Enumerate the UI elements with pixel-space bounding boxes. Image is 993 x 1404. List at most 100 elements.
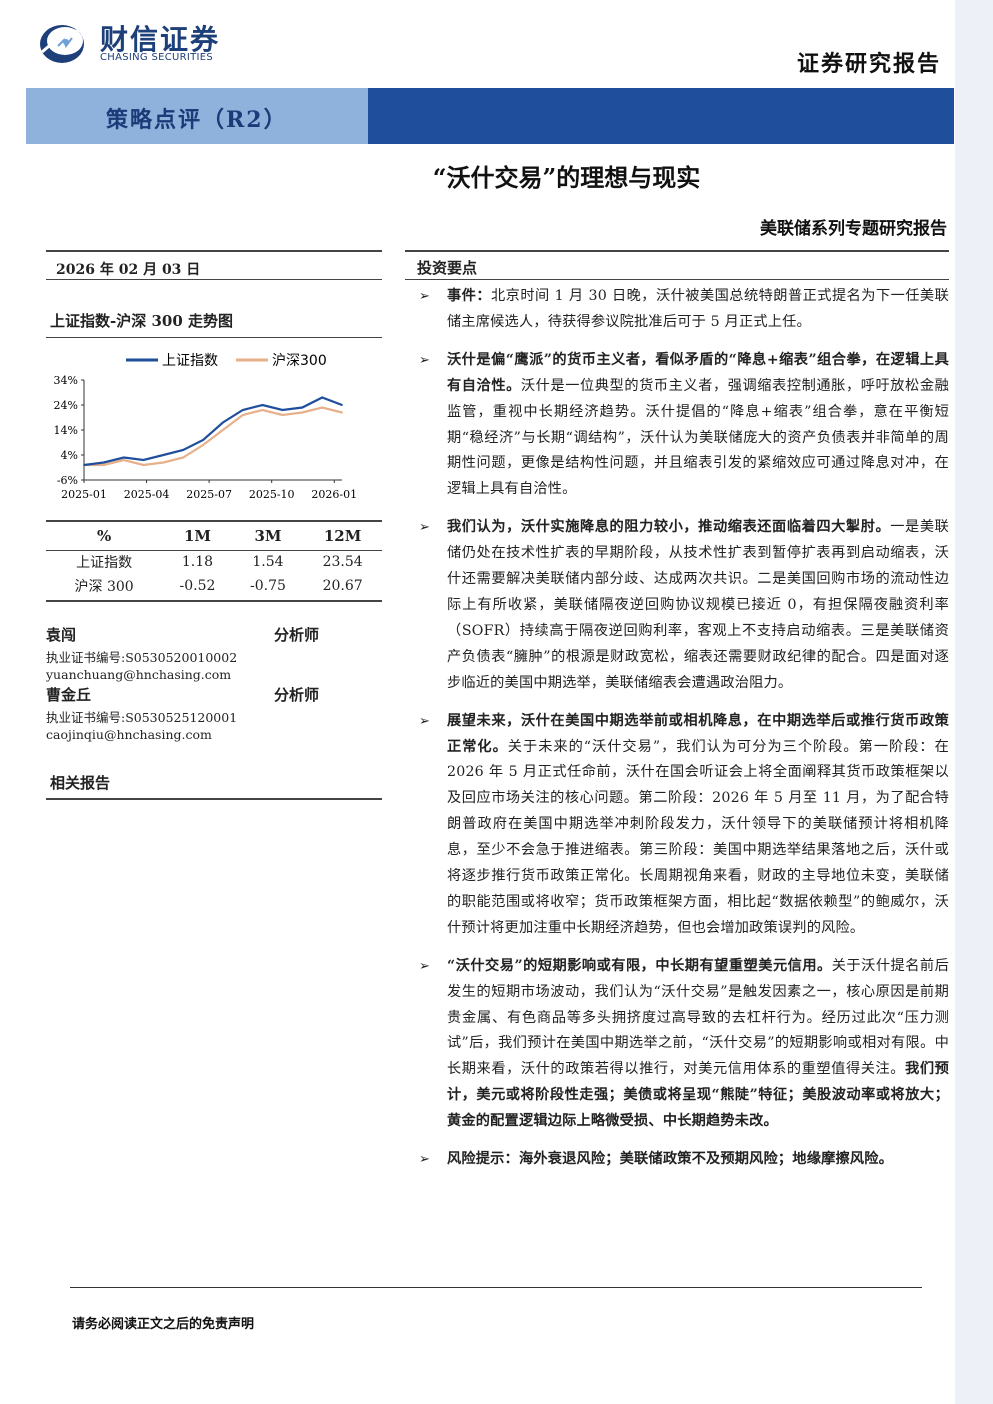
point-conclusion: 我们预计，美元或将阶段性走强；美债或将呈现“熊陡”特征；美股波动率或将放大；黄金…: [447, 1061, 950, 1130]
analyst-name: 曹金丘: [46, 686, 92, 704]
table-header-cell: 1M: [162, 522, 233, 551]
x-tick-label: 2025-07: [186, 488, 232, 501]
arrow-bullet-icon: ➢: [419, 958, 431, 974]
data-point-series-1: [202, 439, 204, 441]
analyst-email[interactable]: yuanchuang@hnchasing.com: [46, 667, 232, 682]
data-point-series-2: [142, 464, 145, 466]
list-item: ➢ 风险提示：海外衰退风险；美联储政策不及预期风险；地缘摩擦风险。: [405, 1147, 949, 1173]
point-heading: 展望未来，沃什在美国中期选举前或相机降息，在中期选举后或推行货币政策正常化。: [447, 712, 949, 755]
point-heading: 沃什是偏“鹰派”的货币主义者，看似矛盾的“降息+缩表”组合拳，在逻辑上具有自洽性…: [447, 351, 949, 394]
page-side-strip: [955, 0, 993, 1404]
arrow-bullet-icon: ➢: [419, 289, 431, 304]
analyst-role: 分析师: [274, 686, 320, 704]
legend-label-series-2: 沪深300: [272, 353, 327, 369]
y-tick-label: 24%: [54, 399, 78, 412]
data-point-series-2: [281, 414, 284, 416]
data-point-series-1: [301, 406, 304, 409]
table-header-cell: 3M: [232, 522, 304, 551]
list-item: ➢ 沃什是偏“鹰派”的货币主义者，看似矛盾的“降息+缩表”组合拳，在逻辑上具有自…: [405, 348, 949, 503]
data-point-series-1: [281, 409, 284, 411]
x-tick-label: 2025-04: [124, 488, 170, 501]
arrow-bullet-icon: ➢: [419, 1152, 431, 1168]
list-item: ➢ “沃什交易”的短期影响或有限，中长期有望重塑美元信用。关于沃什提名前后发生的…: [405, 954, 949, 1135]
analyst-email[interactable]: caojinqiu@hnchasing.com: [46, 727, 212, 742]
analyst-block: 袁闯 分析师 执业证书编号:S0530520010002 yuanchuang@…: [46, 624, 382, 683]
performance-table: % 1M 3M 12M 上证指数 1.18 1.54 23.54 沪深 300 …: [46, 520, 382, 602]
table-header-cell: %: [46, 522, 163, 551]
point-body: 沃什是一位典型的货币主义者，强调缩表控制通胀，呼吁放松金融监管，重视中长期经济趋…: [447, 377, 949, 498]
arrow-bullet-icon: ➢: [419, 352, 431, 368]
list-item: ➢ 展望未来，沃什在美国中期选举前或相机降息，在中期选举后或推行货币政策正常化。…: [405, 709, 949, 942]
table-cell: -0.75: [250, 578, 286, 594]
analyst-license: 执业证书编号:S0530520010002: [46, 650, 238, 665]
arrow-bullet-icon: ➢: [419, 713, 431, 729]
point-body: 关于沃什提名前后发生的短期市场波动，我们认为“沃什交易”是触发因素之一，核心原因…: [447, 957, 949, 1078]
analyst-name: 袁闯: [46, 626, 77, 644]
data-point-series-1: [321, 396, 324, 399]
logo-english-text: CHASING SECURITIES: [100, 52, 214, 63]
data-point-series-1: [261, 404, 264, 406]
data-point-series-1: [162, 454, 165, 456]
table-cell: 20.67: [322, 578, 363, 594]
chart-svg: 上证指数 沪深300 34% 24% 14% 4% -6%2025-01 2025-04 2…: [54, 353, 358, 501]
y-tick-label: 4%: [61, 449, 78, 462]
data-point-series-1: [102, 461, 105, 464]
x-tick-label: 2026-01: [311, 488, 357, 501]
data-point-series-2: [102, 464, 105, 466]
point-body: 一是美联储仍处在技术性扩表的早期阶段，从技术性扩表到暂停扩表再到启动缩表，沃什还…: [447, 519, 949, 691]
data-point-series-2: [202, 444, 204, 446]
analyst-license: 执业证书编号:S0530525120001: [46, 710, 238, 725]
legend-label-series-1: 上证指数: [162, 353, 218, 369]
data-point-series-1: [83, 464, 85, 466]
point-heading: 风险提示：海外衰退风险；美联储政策不及预期风险；地缘摩擦风险。: [447, 1151, 894, 1168]
data-point-series-1: [222, 421, 224, 424]
y-tick-label: -6%: [57, 474, 78, 487]
investment-highlights-title: 投资要点: [405, 250, 949, 280]
table-cell: 1.54: [252, 554, 284, 571]
table-cell: 上证指数: [76, 555, 133, 572]
point-heading: 我们认为，沃什实施降息的阻力较小，推动缩表还面临着四大掣肘。: [447, 519, 891, 536]
data-point-series-2: [182, 456, 185, 459]
table-cell: 沪深 300: [74, 579, 134, 595]
y-tick-label: 34%: [54, 374, 78, 387]
related-reports-title: 相关报告: [46, 770, 382, 800]
data-point-series-2: [162, 461, 165, 464]
table-header-cell: 12M: [303, 522, 382, 551]
report-date: 2026 年 02 月 03 日: [46, 250, 382, 280]
footer-divider: [70, 1287, 922, 1288]
point-heading: 事件：: [447, 288, 491, 304]
analyst-block: 曹金丘 分析师 执业证书编号:S0530525120001 caojinqiu@…: [46, 684, 382, 743]
table-cell: 1.18: [181, 554, 214, 571]
logo-chinese-text: 财信证券: [100, 23, 221, 56]
data-point-series-1: [142, 459, 145, 461]
data-point-series-1: [182, 449, 185, 451]
list-item: ➢ 我们认为，沃什实施降息的阻力较小，推动缩表还面临着四大掣肘。一是美联储仍处在…: [405, 515, 949, 696]
table-cell: 23.54: [322, 554, 363, 571]
x-tick-label: 2025-01: [61, 488, 107, 501]
data-point-series-2: [341, 411, 343, 414]
list-item: ➢ 事件：北京时间 1 月 30 日晚，沃什被美国总统特朗普正式提名为下一任美联…: [405, 284, 949, 336]
report-type-label: 证券研究报告: [796, 51, 941, 77]
point-heading: “沃什交易”的短期影响或有限，中长期有望重塑美元信用。: [447, 957, 832, 974]
category-banner: 策略点评（R2）: [26, 88, 954, 144]
series-line-2: [84, 406, 343, 467]
data-point-series-2: [301, 411, 304, 414]
series-line-1: [83, 396, 343, 467]
data-point-series-2: [321, 406, 324, 409]
report-title: “沃什交易”的理想与现实: [432, 163, 701, 192]
highlights-list: ➢ 事件：北京时间 1 月 30 日晚，沃什被美国总统特朗普正式提名为下一任美联…: [405, 284, 949, 1185]
table-row: 沪深 300 -0.52 -0.75 20.67: [46, 574, 382, 598]
point-body: 北京时间 1 月 30 日晚，沃什被美国总统特朗普正式提名为下一任美联储主席候选…: [447, 288, 949, 330]
table-header-row: % 1M 3M 12M: [46, 522, 382, 551]
table-row: 上证指数 1.18 1.54 23.54: [46, 550, 382, 574]
chart-section-title: 上证指数-沪深 300 走势图: [46, 310, 382, 338]
y-tick-label: 14%: [54, 424, 78, 437]
data-point-series-2: [261, 409, 264, 411]
banner-label: 策略点评（R2）: [106, 107, 288, 133]
data-point-series-1: [341, 404, 343, 406]
disclaimer-text: 请务必阅读正文之后的免责声明: [72, 1317, 255, 1332]
data-point-series-2: [222, 429, 224, 431]
report-subtitle: 美联储系列专题研究报告: [760, 219, 947, 239]
table-cell: -0.52: [179, 578, 216, 594]
data-point-series-2: [241, 414, 244, 416]
